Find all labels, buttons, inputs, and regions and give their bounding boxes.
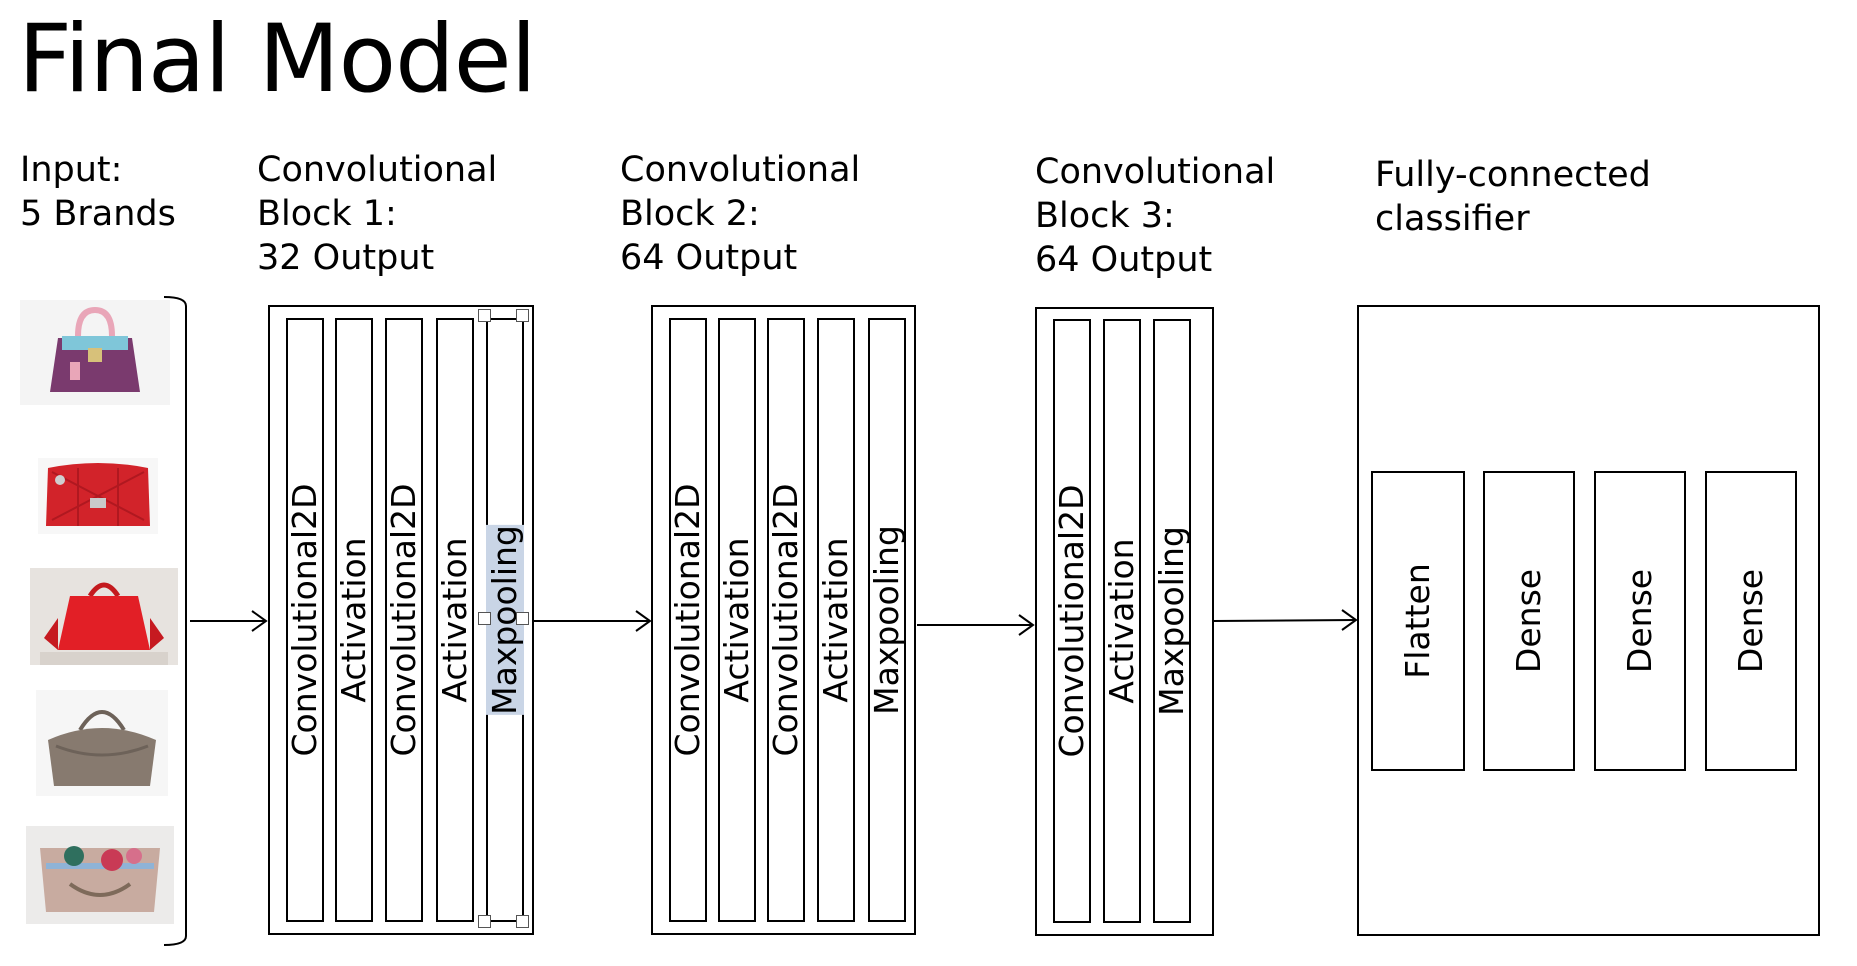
classifier-label: Fully-connected classifier: [1375, 155, 1651, 239]
block2-label: Convolutional Block 2: 64 Output: [620, 150, 861, 278]
resize-handle-middle-right[interactable]: [516, 612, 529, 625]
block3-layer-maxpooling: Maxpooling: [1152, 319, 1191, 923]
resize-handle-top-left[interactable]: [478, 309, 491, 322]
block2-layer-conv2d-1: Convolutional2D: [668, 318, 707, 922]
block3-label: Convolutional Block 3: 64 Output: [1035, 152, 1276, 280]
resize-handle-middle-left[interactable]: [478, 612, 491, 625]
block1-label: Convolutional Block 1: 32 Output: [257, 150, 498, 278]
resize-handle-bottom-left[interactable]: [478, 915, 491, 928]
block1-layer-activation-2: Activation: [435, 318, 474, 922]
page-title: Final Model: [18, 5, 537, 114]
handbag-taupe-image: [36, 690, 168, 796]
classifier-layer-dense-2: Dense: [1594, 471, 1686, 771]
classifier-layer-flatten: Flatten: [1371, 471, 1465, 771]
resize-handle-top-right[interactable]: [516, 309, 529, 322]
handbag-purple-image: [20, 300, 170, 405]
classifier-layer-dense-1: Dense: [1483, 471, 1575, 771]
block2-layer-maxpooling: Maxpooling: [867, 318, 906, 922]
handbag-floral-image: [26, 826, 174, 924]
handbag-red-quilted-image: [38, 458, 158, 534]
input-label: Input: 5 Brands: [20, 150, 176, 234]
block2-layer-conv2d-2: Convolutional2D: [766, 318, 805, 922]
handbag-red-tote-image: [30, 568, 178, 665]
resize-handle-bottom-right[interactable]: [516, 915, 529, 928]
classifier-layer-dense-3: Dense: [1705, 471, 1797, 771]
block2-layer-activation-1: Activation: [717, 318, 756, 922]
block3-layer-activation-1: Activation: [1102, 319, 1141, 923]
block2-layer-activation-2: Activation: [816, 318, 855, 922]
block1-layer-activation-1: Activation: [334, 318, 373, 922]
block1-layer-conv2d-1: Convolutional2D: [285, 318, 324, 922]
block3-layer-conv2d-1: Convolutional2D: [1052, 319, 1091, 923]
input-bracket: [163, 296, 187, 946]
block1-layer-conv2d-2: Convolutional2D: [384, 318, 423, 922]
arrow-block3-to-classifier: [1212, 619, 1357, 622]
